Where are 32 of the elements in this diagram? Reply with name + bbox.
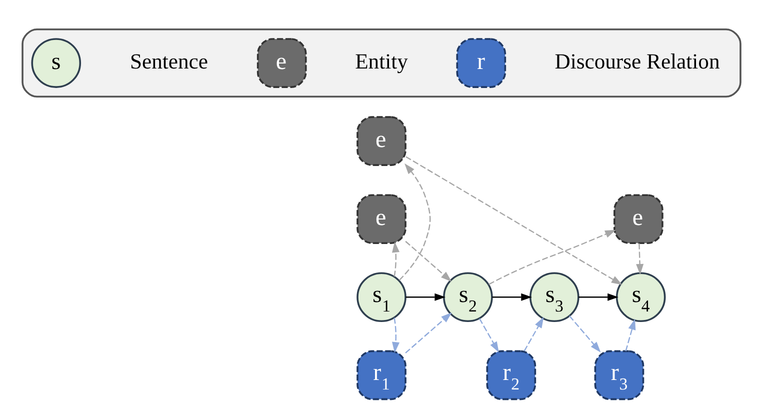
arrow: [406, 293, 446, 301]
node-box: e: [256, 38, 307, 88]
arrow: [578, 293, 618, 301]
node-box: e: [614, 194, 664, 244]
legend-label: Sentence: [130, 49, 208, 74]
node-box: e: [356, 116, 406, 166]
arrow: [568, 316, 601, 352]
arrow: [392, 242, 400, 277]
node-box: r: [456, 38, 506, 88]
arrow: [636, 243, 644, 275]
arrow: [488, 230, 616, 285]
node-circle: s: [31, 38, 82, 88]
node-box: r$_{2}$: [486, 350, 536, 400]
node-box: e: [356, 194, 406, 244]
arrow: [492, 293, 532, 301]
arrow: [405, 240, 452, 282]
cluster: [22, 28, 742, 98]
node-box: r$_{3}$: [594, 350, 644, 400]
arrow: [405, 312, 452, 354]
arrow: [479, 318, 499, 353]
arrow: [524, 317, 544, 352]
node-circle: s$_{4}$: [616, 272, 666, 322]
arrow: [398, 163, 431, 281]
arrow: [406, 156, 622, 285]
arrow: [625, 318, 636, 352]
arrow: [392, 318, 400, 353]
legend-label: Discourse Relation: [554, 49, 720, 74]
legend-label: Entity: [355, 49, 408, 74]
node-circle: s$_{1}$: [356, 272, 406, 322]
node-box: r$_{1}$: [356, 350, 406, 400]
node-circle: s$_{3}$: [529, 272, 580, 322]
node-circle: s$_{2}$: [443, 272, 493, 322]
